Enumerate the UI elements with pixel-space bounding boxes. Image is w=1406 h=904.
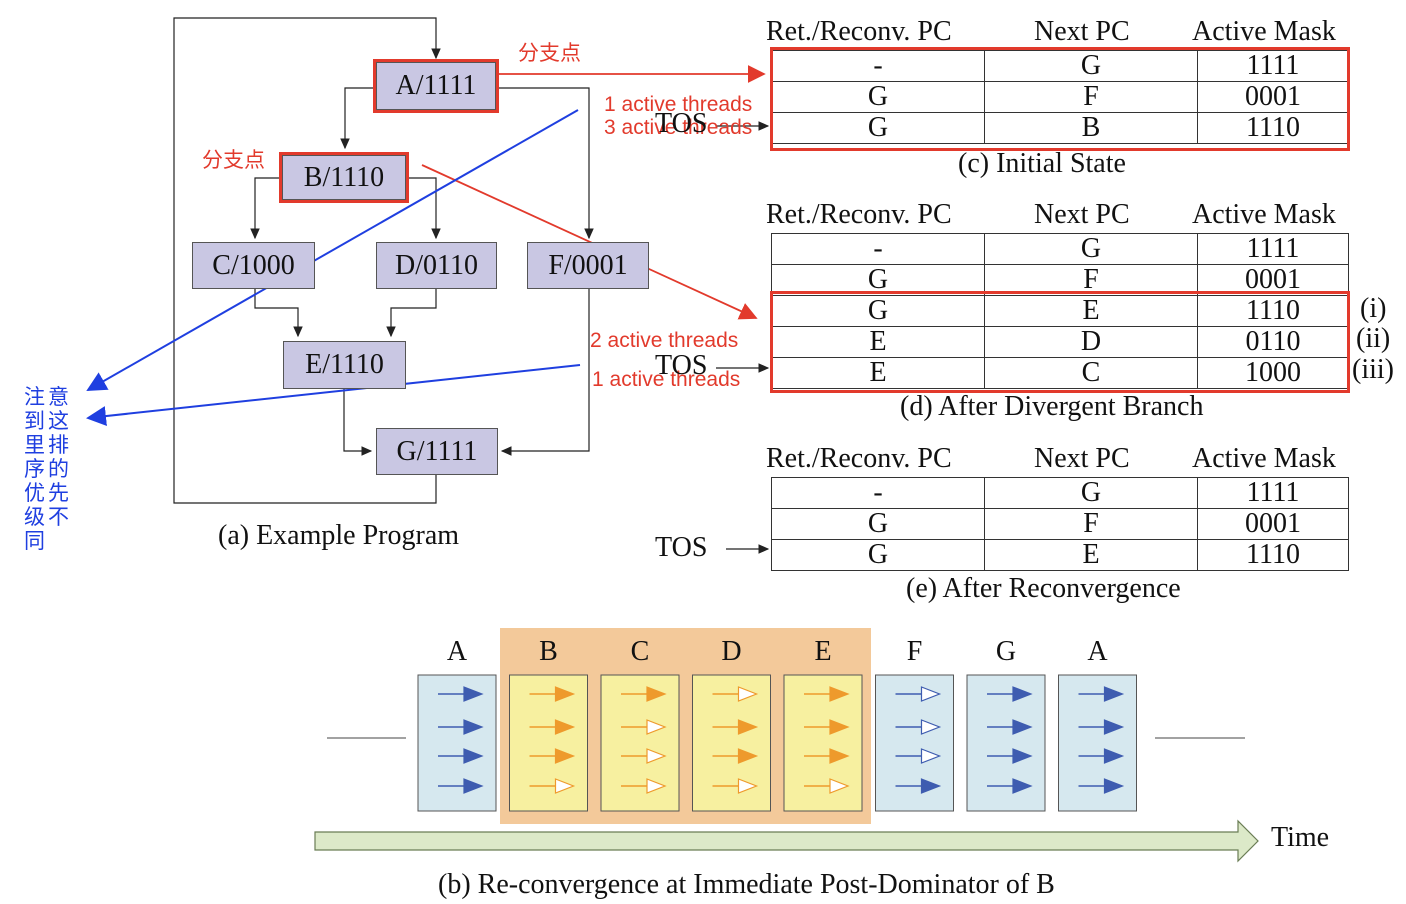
side-note-col-1: 注到里序优级同 (24, 385, 45, 553)
active-threads-3-initial: 3 active threads (604, 116, 753, 139)
header-active-mask-c: Active Mask (1192, 16, 1336, 47)
step-label: A (446, 636, 468, 667)
highlight-node-b (279, 152, 409, 203)
tos-reconvergence: TOS (655, 532, 708, 563)
node-b: B/1110 (282, 155, 406, 200)
tos-divergent: TOS (655, 350, 708, 381)
highlight-initial-table (770, 47, 1350, 151)
node-e: E/1110 (283, 341, 406, 389)
header-next-pc-c: Next PC (1034, 16, 1130, 47)
row-tag-ii: (ii) (1356, 323, 1391, 354)
header-active-mask-d: Active Mask (1192, 199, 1336, 230)
branch-point-label-a: 分支点 (518, 42, 581, 65)
header-ret-reconv-e: Ret./Reconv. PC (766, 443, 952, 474)
row-tag-i: (i) (1360, 293, 1387, 324)
step-label: E (814, 636, 832, 667)
node-f: F/0001 (527, 242, 649, 289)
active-threads-1-divergent: 1 active threads (592, 368, 741, 391)
time-label: Time (1271, 822, 1330, 853)
highlight-divergent-rows (770, 291, 1350, 393)
step-label: D (721, 636, 742, 667)
active-threads-1-initial: 1 active threads (604, 93, 753, 116)
header-ret-reconv-c: Ret./Reconv. PC (766, 16, 952, 47)
node-c: C/1000 (192, 242, 315, 289)
header-ret-reconv-d: Ret./Reconv. PC (766, 199, 952, 230)
header-next-pc-d: Next PC (1034, 199, 1130, 230)
side-note-col-2: 意这排的先不 (48, 385, 69, 529)
branch-point-label-b: 分支点 (202, 149, 265, 172)
step-label: A (1087, 636, 1108, 667)
node-d: D/0110 (376, 242, 497, 289)
step-label: C (630, 636, 650, 667)
step-label: G (995, 636, 1017, 667)
caption-reconvergence: (e) After Reconvergence (906, 573, 1181, 604)
highlight-node-a (373, 59, 499, 113)
step-label: B (539, 636, 558, 667)
program-caption: (a) Example Program (218, 520, 460, 551)
caption-divergent: (d) After Divergent Branch (900, 391, 1204, 422)
node-a: A/1111 (376, 62, 496, 110)
caption-initial: (c) Initial State (958, 148, 1126, 179)
active-threads-2-divergent: 2 active threads (590, 329, 739, 352)
timeline-caption: (b) Re-convergence at Immediate Post-Dom… (438, 869, 1055, 900)
row-tag-iii: (iii) (1352, 354, 1394, 385)
step-label: F (906, 636, 923, 667)
header-next-pc-e: Next PC (1034, 443, 1130, 474)
tos-initial: TOS (655, 108, 708, 139)
node-g: G/1111 (376, 428, 498, 475)
header-active-mask-e: Active Mask (1192, 443, 1336, 474)
